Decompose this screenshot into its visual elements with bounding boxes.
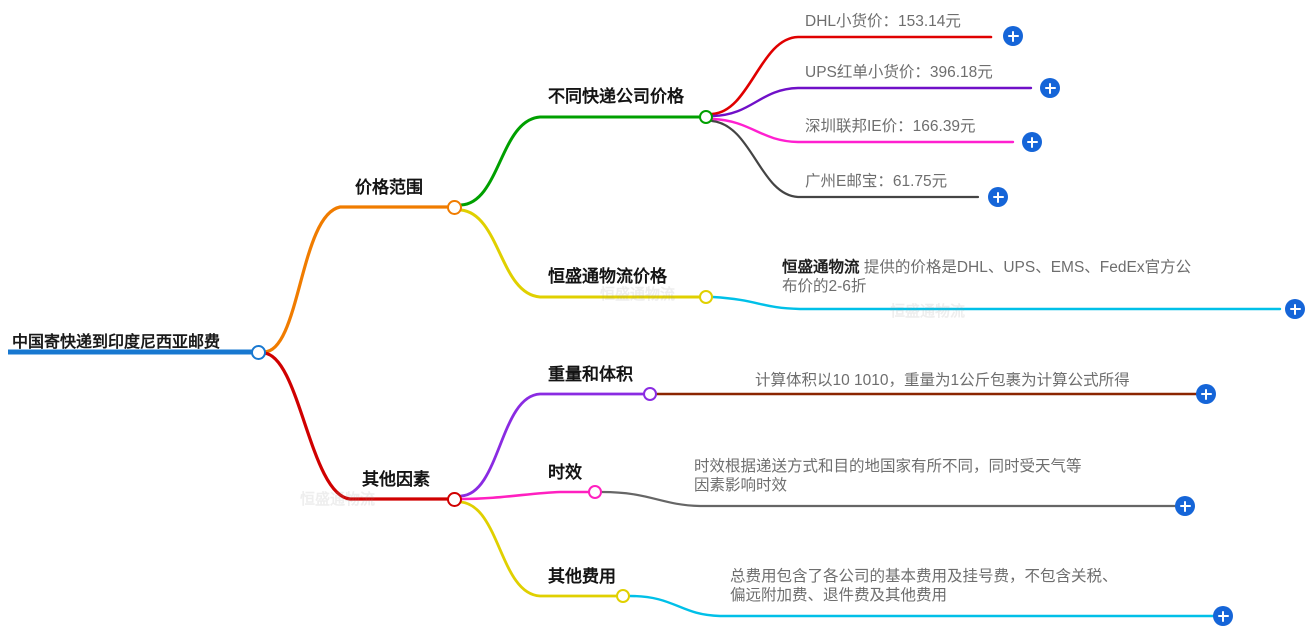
node-label-timeliness[interactable]: 时效 <box>548 463 582 482</box>
wire-price-range-to-courier-prices <box>459 115 701 207</box>
node-dot-weight-volume[interactable] <box>643 387 657 401</box>
node-dot-price-range[interactable] <box>447 200 462 215</box>
root-node-label[interactable]: 中国寄快递到印度尼西亚邮费 <box>12 334 221 351</box>
leaf-label-fedex-ie[interactable]: 深圳联邦IE价：166.39元 <box>805 118 976 135</box>
expand-button-ups[interactable] <box>1040 78 1060 98</box>
node-label-price-range[interactable]: 价格范围 <box>355 178 423 197</box>
expand-button-timeliness-detail[interactable] <box>1175 496 1195 516</box>
expand-button-fedex-ie[interactable] <box>1022 132 1042 152</box>
node-dot-hst-logistics[interactable] <box>699 290 713 304</box>
leaf-label-weight-detail[interactable]: 计算体积以10 1010，重量为1公斤包裹为计算公式所得 <box>755 372 1130 389</box>
leaf-label-hst-detail[interactable]: 恒盛通物流 提供的价格是DHL、UPS、EMS、FedEx官方公 布价的2-6折 <box>782 258 1191 297</box>
leaf-label-dhl[interactable]: DHL小货价：153.14元 <box>805 13 961 30</box>
node-dot-timeliness[interactable] <box>588 485 602 499</box>
node-label-weight-volume[interactable]: 重量和体积 <box>548 365 633 384</box>
leaf-label-hst-detail-strong: 恒盛通物流 <box>782 259 860 276</box>
leaf-label-hst-detail-rest: 提供的价格是DHL、UPS、EMS、FedEx官方公 布价的2-6折 <box>782 259 1192 296</box>
leaf-label-eub[interactable]: 广州E邮宝：61.75元 <box>805 173 948 190</box>
expand-button-hst-detail[interactable] <box>1285 299 1305 319</box>
node-dot-other-fees[interactable] <box>616 589 630 603</box>
leaf-label-ups[interactable]: UPS红单小货价：396.18元 <box>805 64 993 81</box>
node-dot-other-factors[interactable] <box>447 492 462 507</box>
expand-button-dhl[interactable] <box>1003 26 1023 46</box>
watermark-3: 恒盛通物流 <box>890 303 966 320</box>
node-label-hst-logistics[interactable]: 恒盛通物流价格 <box>548 267 667 286</box>
wire-root-to-price-range <box>262 205 450 354</box>
expand-button-eub[interactable] <box>988 187 1008 207</box>
watermark-1: 恒盛通物流 <box>300 491 376 508</box>
leaf-label-other-fees-detail[interactable]: 总费用包含了各公司的基本费用及挂号费，不包含关税、 偏远附加费、退件费及其他费用 <box>730 568 1118 605</box>
expand-button-other-fees-detail[interactable] <box>1213 606 1233 626</box>
wire-hst-to-detail <box>711 295 1282 311</box>
wire-courier-to-ups <box>711 86 1033 118</box>
expand-button-weight-detail[interactable] <box>1196 384 1216 404</box>
node-label-other-fees[interactable]: 其他费用 <box>548 567 616 586</box>
wire-other-to-timeliness <box>459 490 591 501</box>
node-dot-courier-prices[interactable] <box>699 110 713 124</box>
node-dot-root[interactable] <box>251 345 266 360</box>
leaf-label-timeliness-detail[interactable]: 时效根据递送方式和目的地国家有所不同，同时受天气等 因素影响时效 <box>694 458 1082 495</box>
node-label-other-factors[interactable]: 其他因素 <box>362 470 430 489</box>
node-label-courier-prices[interactable]: 不同快递公司价格 <box>548 87 684 106</box>
